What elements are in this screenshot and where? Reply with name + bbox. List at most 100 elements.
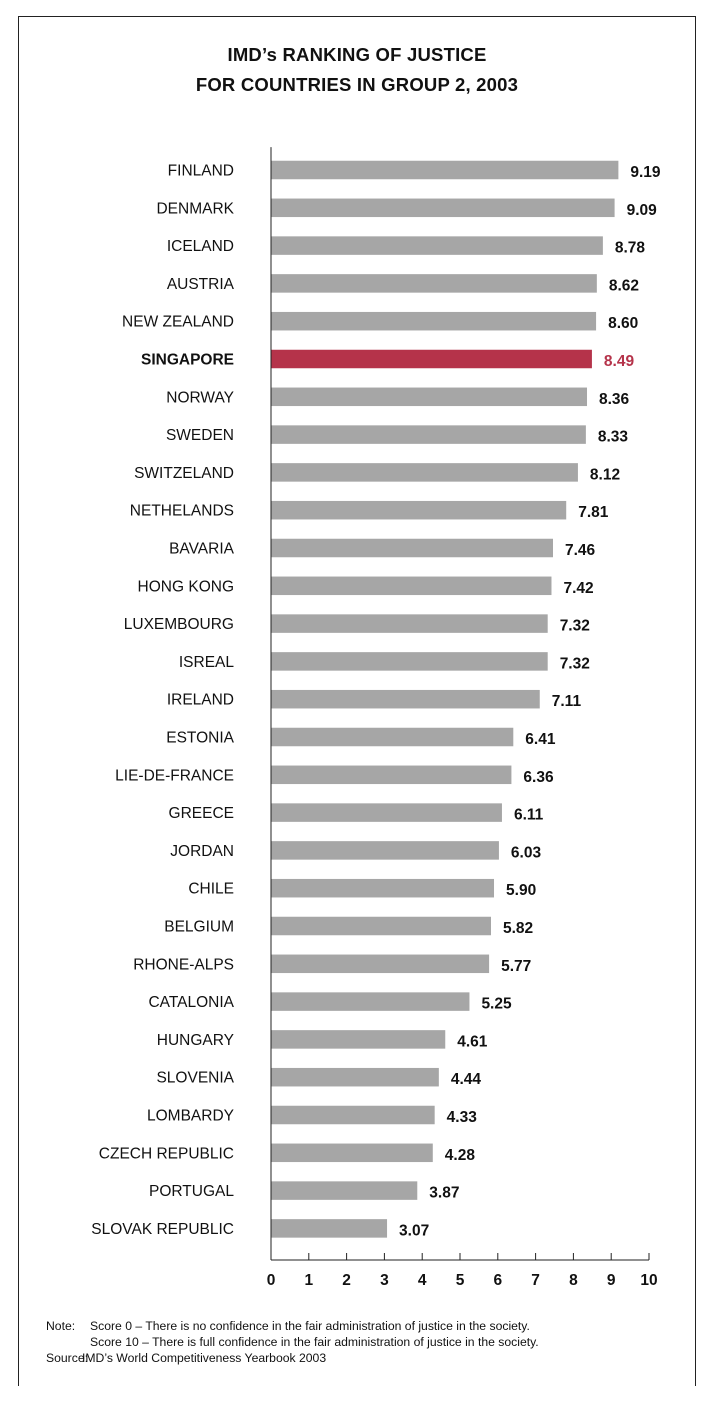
note-line-2: Score 10 – There is full confidence in t… <box>90 1335 539 1349</box>
bar <box>271 311 597 331</box>
value-label: 8.33 <box>598 429 629 446</box>
chart-title: IMD’s RANKING OF JUSTICE FOR COUNTRIES I… <box>0 40 714 100</box>
value-label: 7.32 <box>560 618 590 635</box>
value-label: 3.07 <box>399 1222 429 1239</box>
category-label: JORDAN <box>170 843 234 860</box>
bar <box>271 1219 388 1238</box>
value-label: 5.77 <box>501 958 531 975</box>
value-label: 7.42 <box>563 580 593 597</box>
value-label: 5.90 <box>506 882 536 899</box>
bar <box>271 500 567 520</box>
value-label: 7.32 <box>560 655 590 672</box>
x-tick-label: 8 <box>569 1272 578 1289</box>
category-label: NORWAY <box>166 389 234 406</box>
x-tick-label: 0 <box>267 1272 276 1289</box>
bar <box>271 1105 435 1125</box>
category-label: ICELAND <box>167 238 234 255</box>
title-line-2: FOR COUNTRIES IN GROUP 2, 2003 <box>195 74 519 95</box>
value-label: 8.12 <box>590 466 620 483</box>
chart-frame <box>18 16 696 1386</box>
x-tick-label: 7 <box>531 1272 540 1289</box>
category-label: ISREAL <box>179 654 235 671</box>
value-label: 8.60 <box>608 315 638 332</box>
category-label: LOMBARDY <box>147 1108 234 1125</box>
category-label: FINLAND <box>168 163 234 180</box>
value-label: 4.61 <box>457 1033 488 1050</box>
category-label: DENMARK <box>156 200 234 217</box>
category-label: PORTUGAL <box>149 1183 234 1200</box>
bar <box>271 425 586 444</box>
bar <box>271 1143 433 1163</box>
bar <box>271 841 499 860</box>
value-label: 4.44 <box>451 1071 482 1088</box>
value-label: 8.62 <box>609 277 639 294</box>
title-line-1: IMD’s RANKING OF JUSTICE <box>227 44 487 65</box>
value-label: 5.25 <box>481 996 512 1013</box>
bar <box>271 727 514 747</box>
bar <box>271 1181 418 1200</box>
category-label: BAVARIA <box>169 541 235 558</box>
x-tick-label: 1 <box>304 1272 313 1289</box>
bar <box>271 916 491 936</box>
note-line-1: Score 0 – There is no confidence in the … <box>90 1319 530 1333</box>
category-label: SINGAPORE <box>141 352 234 369</box>
note-label: Note: <box>46 1319 76 1333</box>
value-label: 7.11 <box>552 693 582 710</box>
bar <box>271 274 597 293</box>
category-label: ESTONIA <box>166 730 234 747</box>
x-tick-label: 2 <box>342 1272 351 1289</box>
x-tick-label: 5 <box>456 1272 465 1289</box>
category-label: HUNGARY <box>157 1032 234 1049</box>
category-label: SLOVENIA <box>156 1070 234 1087</box>
bar <box>271 1067 439 1087</box>
bar <box>271 765 512 785</box>
value-label: 4.28 <box>445 1147 476 1164</box>
value-label: 7.46 <box>565 542 596 559</box>
bar <box>271 198 615 218</box>
value-label: 6.36 <box>523 769 554 786</box>
category-label: SWITZELAND <box>134 465 234 482</box>
source-text: IMD’s World Competitiveness Yearbook 200… <box>82 1351 327 1365</box>
x-tick-label: 10 <box>640 1272 657 1289</box>
x-tick-label: 6 <box>493 1272 502 1289</box>
value-label: 8.36 <box>599 391 630 408</box>
category-label: SLOVAK REPUBLIC <box>91 1221 234 1238</box>
bar <box>271 463 578 482</box>
bar <box>271 992 470 1011</box>
category-label: LUXEMBOURG <box>124 616 234 633</box>
value-label: 6.41 <box>525 731 556 748</box>
bar <box>271 803 502 822</box>
value-label: 6.11 <box>514 807 544 824</box>
source-label: Source: <box>46 1351 89 1365</box>
category-label: CHILE <box>188 881 234 898</box>
category-label: GREECE <box>169 805 234 822</box>
bar <box>271 689 540 709</box>
value-label: 9.19 <box>630 164 661 181</box>
category-label: HONG KONG <box>138 578 234 595</box>
bar <box>271 652 548 671</box>
value-label: 8.78 <box>615 240 646 257</box>
bar <box>271 954 490 974</box>
category-label: LIE-DE-FRANCE <box>115 767 234 784</box>
bar <box>271 160 619 180</box>
value-label: 8.49 <box>604 353 635 370</box>
category-label: CATALONIA <box>148 994 234 1011</box>
category-label: CZECH REPUBLIC <box>99 1145 234 1162</box>
chart-note: Note: Score 0 – There is no confidence i… <box>46 1318 539 1366</box>
bar <box>271 387 588 407</box>
bar <box>271 614 548 633</box>
value-label: 7.81 <box>578 504 609 521</box>
category-label: NETHELANDS <box>130 503 234 520</box>
category-label: RHONE-ALPS <box>133 956 234 973</box>
bar <box>271 236 603 255</box>
category-label: AUSTRIA <box>167 276 235 293</box>
x-tick-label: 9 <box>607 1272 616 1289</box>
category-label: NEW ZEALAND <box>122 314 234 331</box>
bar <box>271 538 553 558</box>
value-label: 6.03 <box>511 844 542 861</box>
category-label: IRELAND <box>167 692 234 709</box>
value-label: 9.09 <box>627 202 658 219</box>
value-label: 3.87 <box>429 1185 459 1202</box>
bar <box>271 878 495 898</box>
